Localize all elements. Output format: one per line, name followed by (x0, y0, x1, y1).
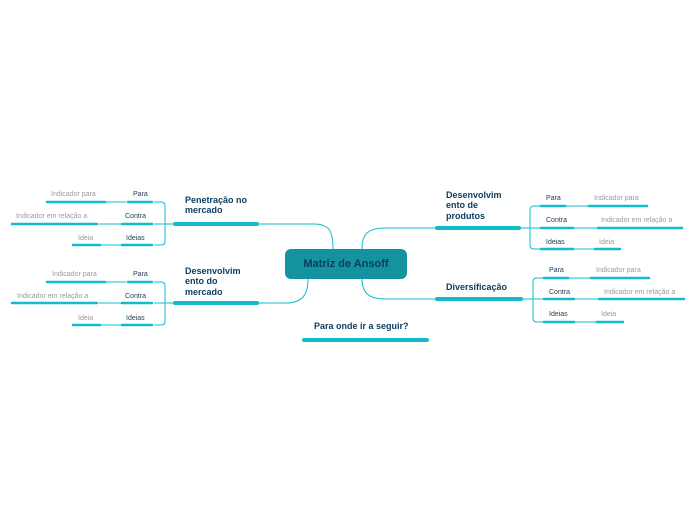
topic-desenv-mercado[interactable]: Desenvolvim ento do mercado (185, 266, 251, 297)
dv-ideias[interactable]: Ideias (549, 311, 568, 318)
connector-desenv-produtos-leaves (566, 205, 597, 250)
topic-desenv-mercado-label: Desenvolvim ento do mercado (185, 266, 241, 297)
topic-desenv-produtos-label: Desenvolvim ento de produtos (446, 190, 502, 221)
dv-contra-leaf[interactable]: Indicador em relação a (604, 289, 676, 296)
topic-desenv-produtos[interactable]: Desenvolvim ento de produtos (446, 190, 512, 221)
dp-ideias[interactable]: Ideias (546, 239, 565, 246)
connector-desenv-mercado-leaves (99, 281, 126, 326)
dm-ideias[interactable]: Ideias (126, 315, 145, 322)
pen-para[interactable]: Para (133, 191, 148, 198)
topic-penetracao[interactable]: Penetração no mercado (185, 195, 255, 216)
dp-para-leaf[interactable]: Indicador para (594, 195, 639, 202)
topic-next-label: Para onde ir a seguir? (314, 321, 409, 331)
dm-para[interactable]: Para (133, 271, 148, 278)
topic-diversificacao[interactable]: Diversificação (446, 282, 507, 292)
connector-diversificacao-subs (522, 277, 543, 323)
topic-penetracao-label: Penetração no mercado (185, 195, 248, 216)
dv-para[interactable]: Para (549, 267, 564, 274)
topic-diversificacao-label: Diversificação (446, 282, 508, 292)
dv-contra[interactable]: Contra (549, 289, 571, 296)
dp-contra[interactable]: Contra (546, 217, 568, 224)
central-topic[interactable]: Matriz de Ansoff (285, 249, 407, 279)
pen-contra[interactable]: Contra (125, 213, 147, 220)
dm-ideias-leaf[interactable]: Ideia (78, 315, 94, 322)
central-topic-label: Matriz de Ansoff (303, 258, 389, 270)
pen-contra-leaf[interactable]: Indicador em relação a (16, 213, 88, 220)
dv-ideias-leaf[interactable]: Ideia (601, 311, 617, 318)
connector-penetracao-subs (154, 201, 174, 246)
dp-contra-leaf[interactable]: Indicador em relação a (601, 217, 673, 224)
connector-root-desenv-produtos (361, 227, 436, 250)
pen-para-leaf[interactable]: Indicador para (51, 191, 96, 198)
connector-root-desenv-mercado (258, 278, 309, 304)
pen-ideias-leaf[interactable]: Ideia (78, 235, 94, 242)
connector-penetracao-leaves (99, 201, 126, 246)
dv-para-leaf[interactable]: Indicador para (596, 267, 641, 274)
connector-root-diversificacao (361, 278, 436, 300)
connector-diversificacao-leaves (569, 277, 598, 323)
topic-next[interactable]: Para onde ir a seguir? (314, 321, 409, 331)
dp-ideias-leaf[interactable]: Ideia (599, 239, 615, 246)
dm-para-leaf[interactable]: Indicador para (52, 271, 97, 278)
dm-contra-leaf[interactable]: Indicador em relação a (17, 293, 89, 300)
connector-desenv-mercado-subs (154, 281, 174, 326)
connector-root-penetracao (258, 223, 334, 250)
dm-contra[interactable]: Contra (125, 293, 147, 300)
dp-para[interactable]: Para (546, 195, 561, 202)
connector-desenv-produtos-subs (520, 205, 540, 250)
pen-ideias[interactable]: Ideias (126, 235, 145, 242)
